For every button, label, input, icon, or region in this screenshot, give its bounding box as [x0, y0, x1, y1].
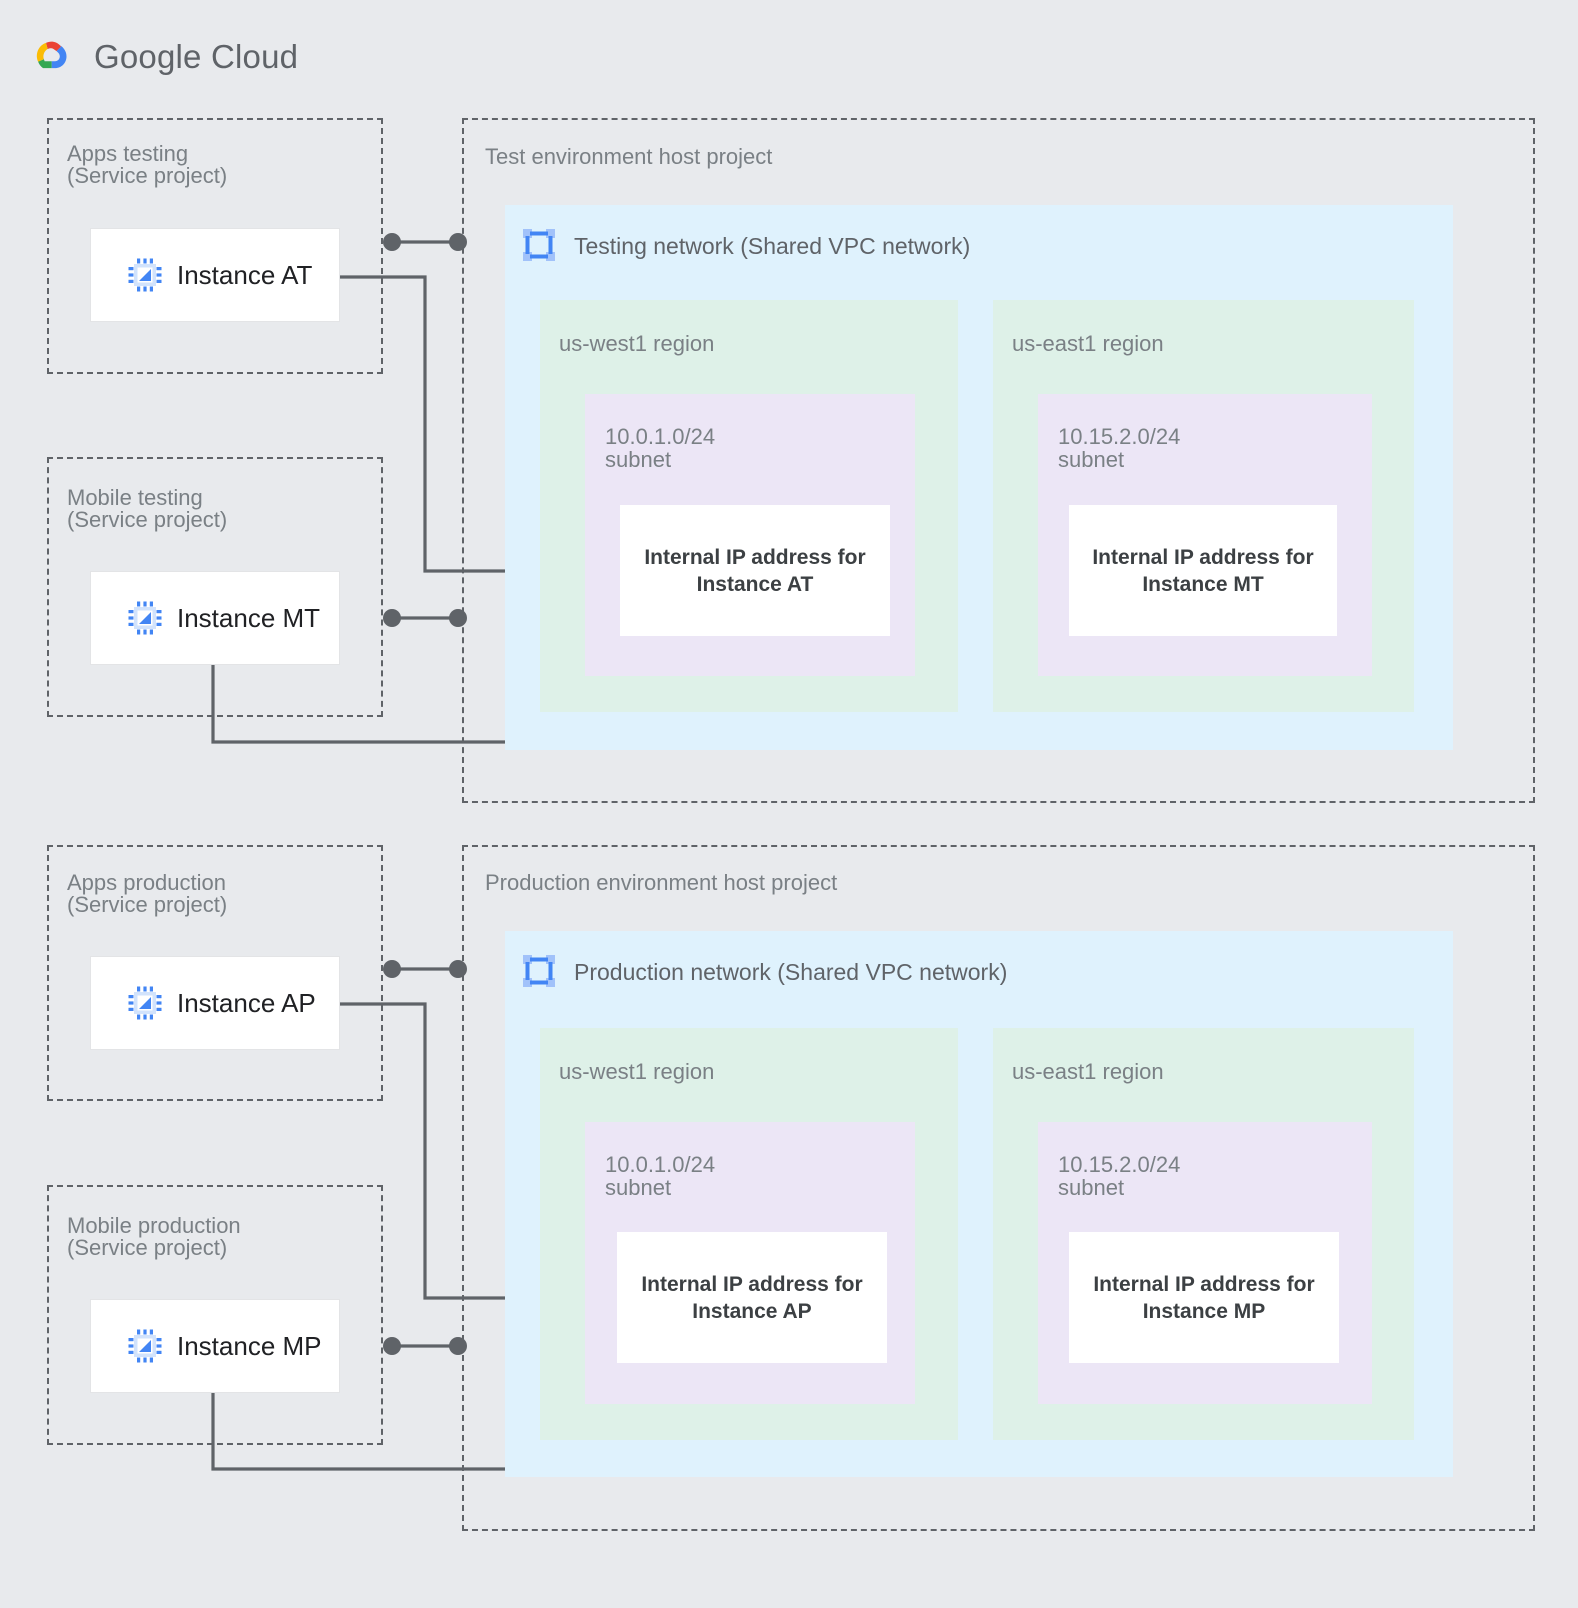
- instance-at-label: Instance AT: [177, 259, 313, 290]
- service-project-mobile-production: [47, 1185, 383, 1445]
- host-project-production-label: Production environment host project: [485, 870, 838, 895]
- ip-address-instance-mt-line1: Internal IP address for: [1092, 545, 1314, 569]
- instance-mt-label: Instance MT: [177, 602, 321, 633]
- instance-mp-label: Instance MP: [177, 1330, 322, 1361]
- ip-address-instance-mp: Internal IP address for Instance MP: [1069, 1232, 1339, 1363]
- brand-name: Google Cloud: [94, 38, 299, 75]
- host-project-test-label: Test environment host project: [485, 144, 773, 169]
- subnet-production-us-east1-cidr: 10.15.2.0/24: [1058, 1152, 1181, 1177]
- host-project-test: [462, 118, 1535, 803]
- subnet-test-us-east1-cidr: 10.15.2.0/24: [1058, 424, 1181, 449]
- wire-dot-ap-left: [383, 960, 401, 978]
- ip-address-instance-mp-line1: Internal IP address for: [1093, 1272, 1315, 1296]
- ip-address-instance-mt: Internal IP address for Instance MT: [1069, 505, 1337, 636]
- service-project-mobile-production-subtitle: (Service project): [67, 1235, 228, 1260]
- service-project-apps-production: [47, 845, 383, 1101]
- vpc-network-icon: [523, 229, 555, 261]
- subnet-test-us-east1-suffix: subnet: [1058, 447, 1125, 472]
- vm-instance-icon: [128, 601, 162, 635]
- host-project-production: [462, 845, 1535, 1531]
- wire-dot-at-left: [383, 233, 401, 251]
- service-project-apps-testing-subtitle: (Service project): [67, 163, 228, 188]
- subnet-test-us-west1-cidr: 10.0.1.0/24: [605, 424, 716, 449]
- instance-at[interactable]: Instance AT: [90, 228, 340, 322]
- wire-dot-mt-left: [383, 609, 401, 627]
- service-project-mobile-testing: [47, 457, 383, 717]
- ip-address-instance-ap-line2: Instance AP: [692, 1299, 812, 1323]
- wire-dot-mp-left: [383, 1337, 401, 1355]
- ip-address-instance-ap-line1: Internal IP address for: [641, 1272, 863, 1296]
- ip-address-instance-ap: Internal IP address for Instance AP: [617, 1232, 887, 1363]
- instance-mp[interactable]: Instance MP: [90, 1299, 340, 1393]
- vm-instance-icon: [128, 1329, 162, 1363]
- service-project-apps-testing: [47, 118, 383, 374]
- vm-instance-icon: [128, 986, 162, 1020]
- google-cloud-logo-icon: [36, 41, 67, 69]
- ip-address-instance-at: Internal IP address for Instance AT: [620, 505, 890, 636]
- subnet-production-us-west1-suffix: subnet: [605, 1175, 672, 1200]
- service-project-mobile-testing-title: Mobile testing: [67, 485, 203, 510]
- service-project-apps-testing-title: Apps testing: [67, 141, 189, 166]
- instance-ap[interactable]: Instance AP: [90, 956, 340, 1050]
- service-project-mobile-testing-subtitle: (Service project): [67, 507, 228, 532]
- service-project-mobile-production-title: Mobile production: [67, 1213, 241, 1238]
- ip-address-instance-at-line1: Internal IP address for: [644, 545, 866, 569]
- region-test-us-east1-label: us-east1 region: [1012, 331, 1164, 356]
- region-production-us-west1-label: us-west1 region: [559, 1059, 715, 1084]
- service-project-apps-production-subtitle: (Service project): [67, 892, 228, 917]
- subnet-production-us-east1-suffix: subnet: [1058, 1175, 1125, 1200]
- vm-instance-icon: [128, 258, 162, 292]
- vpc-network-icon: [523, 955, 555, 987]
- service-project-apps-production-title: Apps production: [67, 870, 226, 895]
- instance-ap-label: Instance AP: [177, 987, 316, 1018]
- subnet-production-us-west1-cidr: 10.0.1.0/24: [605, 1152, 716, 1177]
- region-test-us-west1-label: us-west1 region: [559, 331, 715, 356]
- brand-lockup: Google Cloud: [32, 34, 298, 80]
- ip-address-instance-mp-line2: Instance MP: [1142, 1299, 1266, 1323]
- ip-address-instance-at-line2: Instance AT: [696, 572, 814, 596]
- vpc-network-testing-label: Testing network (Shared VPC network): [574, 233, 971, 259]
- instance-mt[interactable]: Instance MT: [90, 571, 340, 665]
- vpc-network-production-label: Production network (Shared VPC network): [574, 959, 1008, 985]
- region-production-us-east1-label: us-east1 region: [1012, 1059, 1164, 1084]
- subnet-test-us-west1-suffix: subnet: [605, 447, 672, 472]
- ip-address-instance-mt-line2: Instance MT: [1142, 572, 1264, 596]
